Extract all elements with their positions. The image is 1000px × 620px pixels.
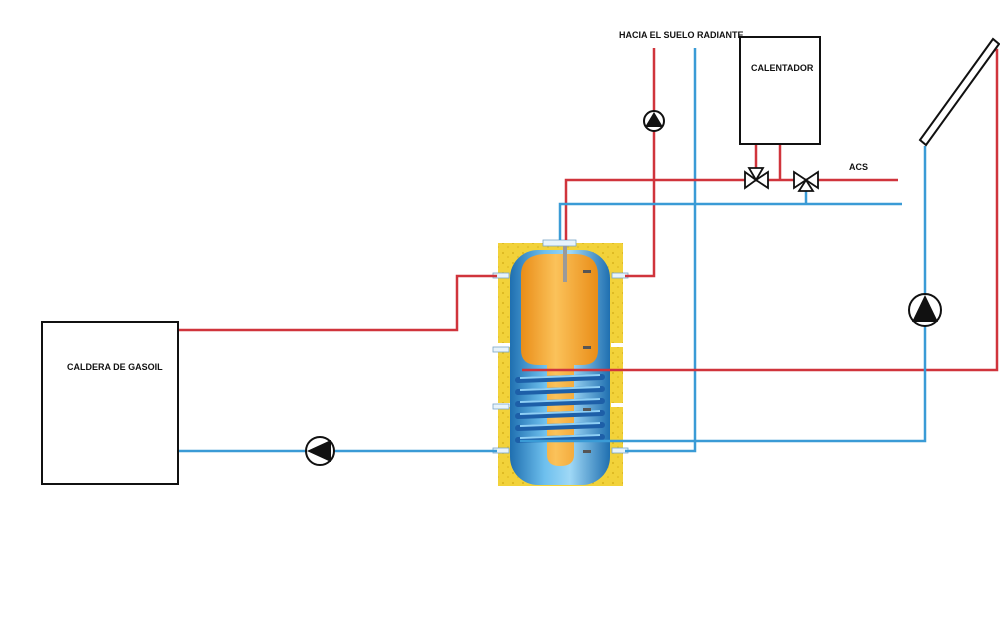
boiler-box [41,321,179,485]
pump-icon [908,293,942,327]
pump-icon [305,436,335,466]
dhw-label: ACS [849,162,868,172]
three-way-valve-icon [744,167,769,190]
cold-water-pipe [558,202,902,240]
pump-icon [643,110,665,132]
solar-cold-pipe [520,146,927,443]
inner-tank [521,254,598,466]
boiler: CALDERA DE GASOIL [41,321,179,485]
water-heater: CALENTADOR [739,36,821,145]
heater-label: CALENTADOR [751,63,814,73]
storage-tank [492,239,629,486]
floor-heating-label: HACIA EL SUELO RADIANTE [619,30,744,40]
heating-coil [515,374,605,443]
floor-heating-return-pipe [625,48,697,453]
boiler-supply-pipe [179,274,497,332]
solar-hot-pipe [522,48,999,372]
tank-sensors [583,270,591,453]
three-way-valve-icon [793,170,819,192]
dhw-hot-pipe [564,178,898,240]
coil-highlights [519,374,601,439]
solar-collector-icon [918,37,1000,147]
floor-heating-supply-pipe [625,48,656,278]
boiler-label: CALDERA DE GASOIL [67,362,163,372]
heater-box [739,36,821,145]
